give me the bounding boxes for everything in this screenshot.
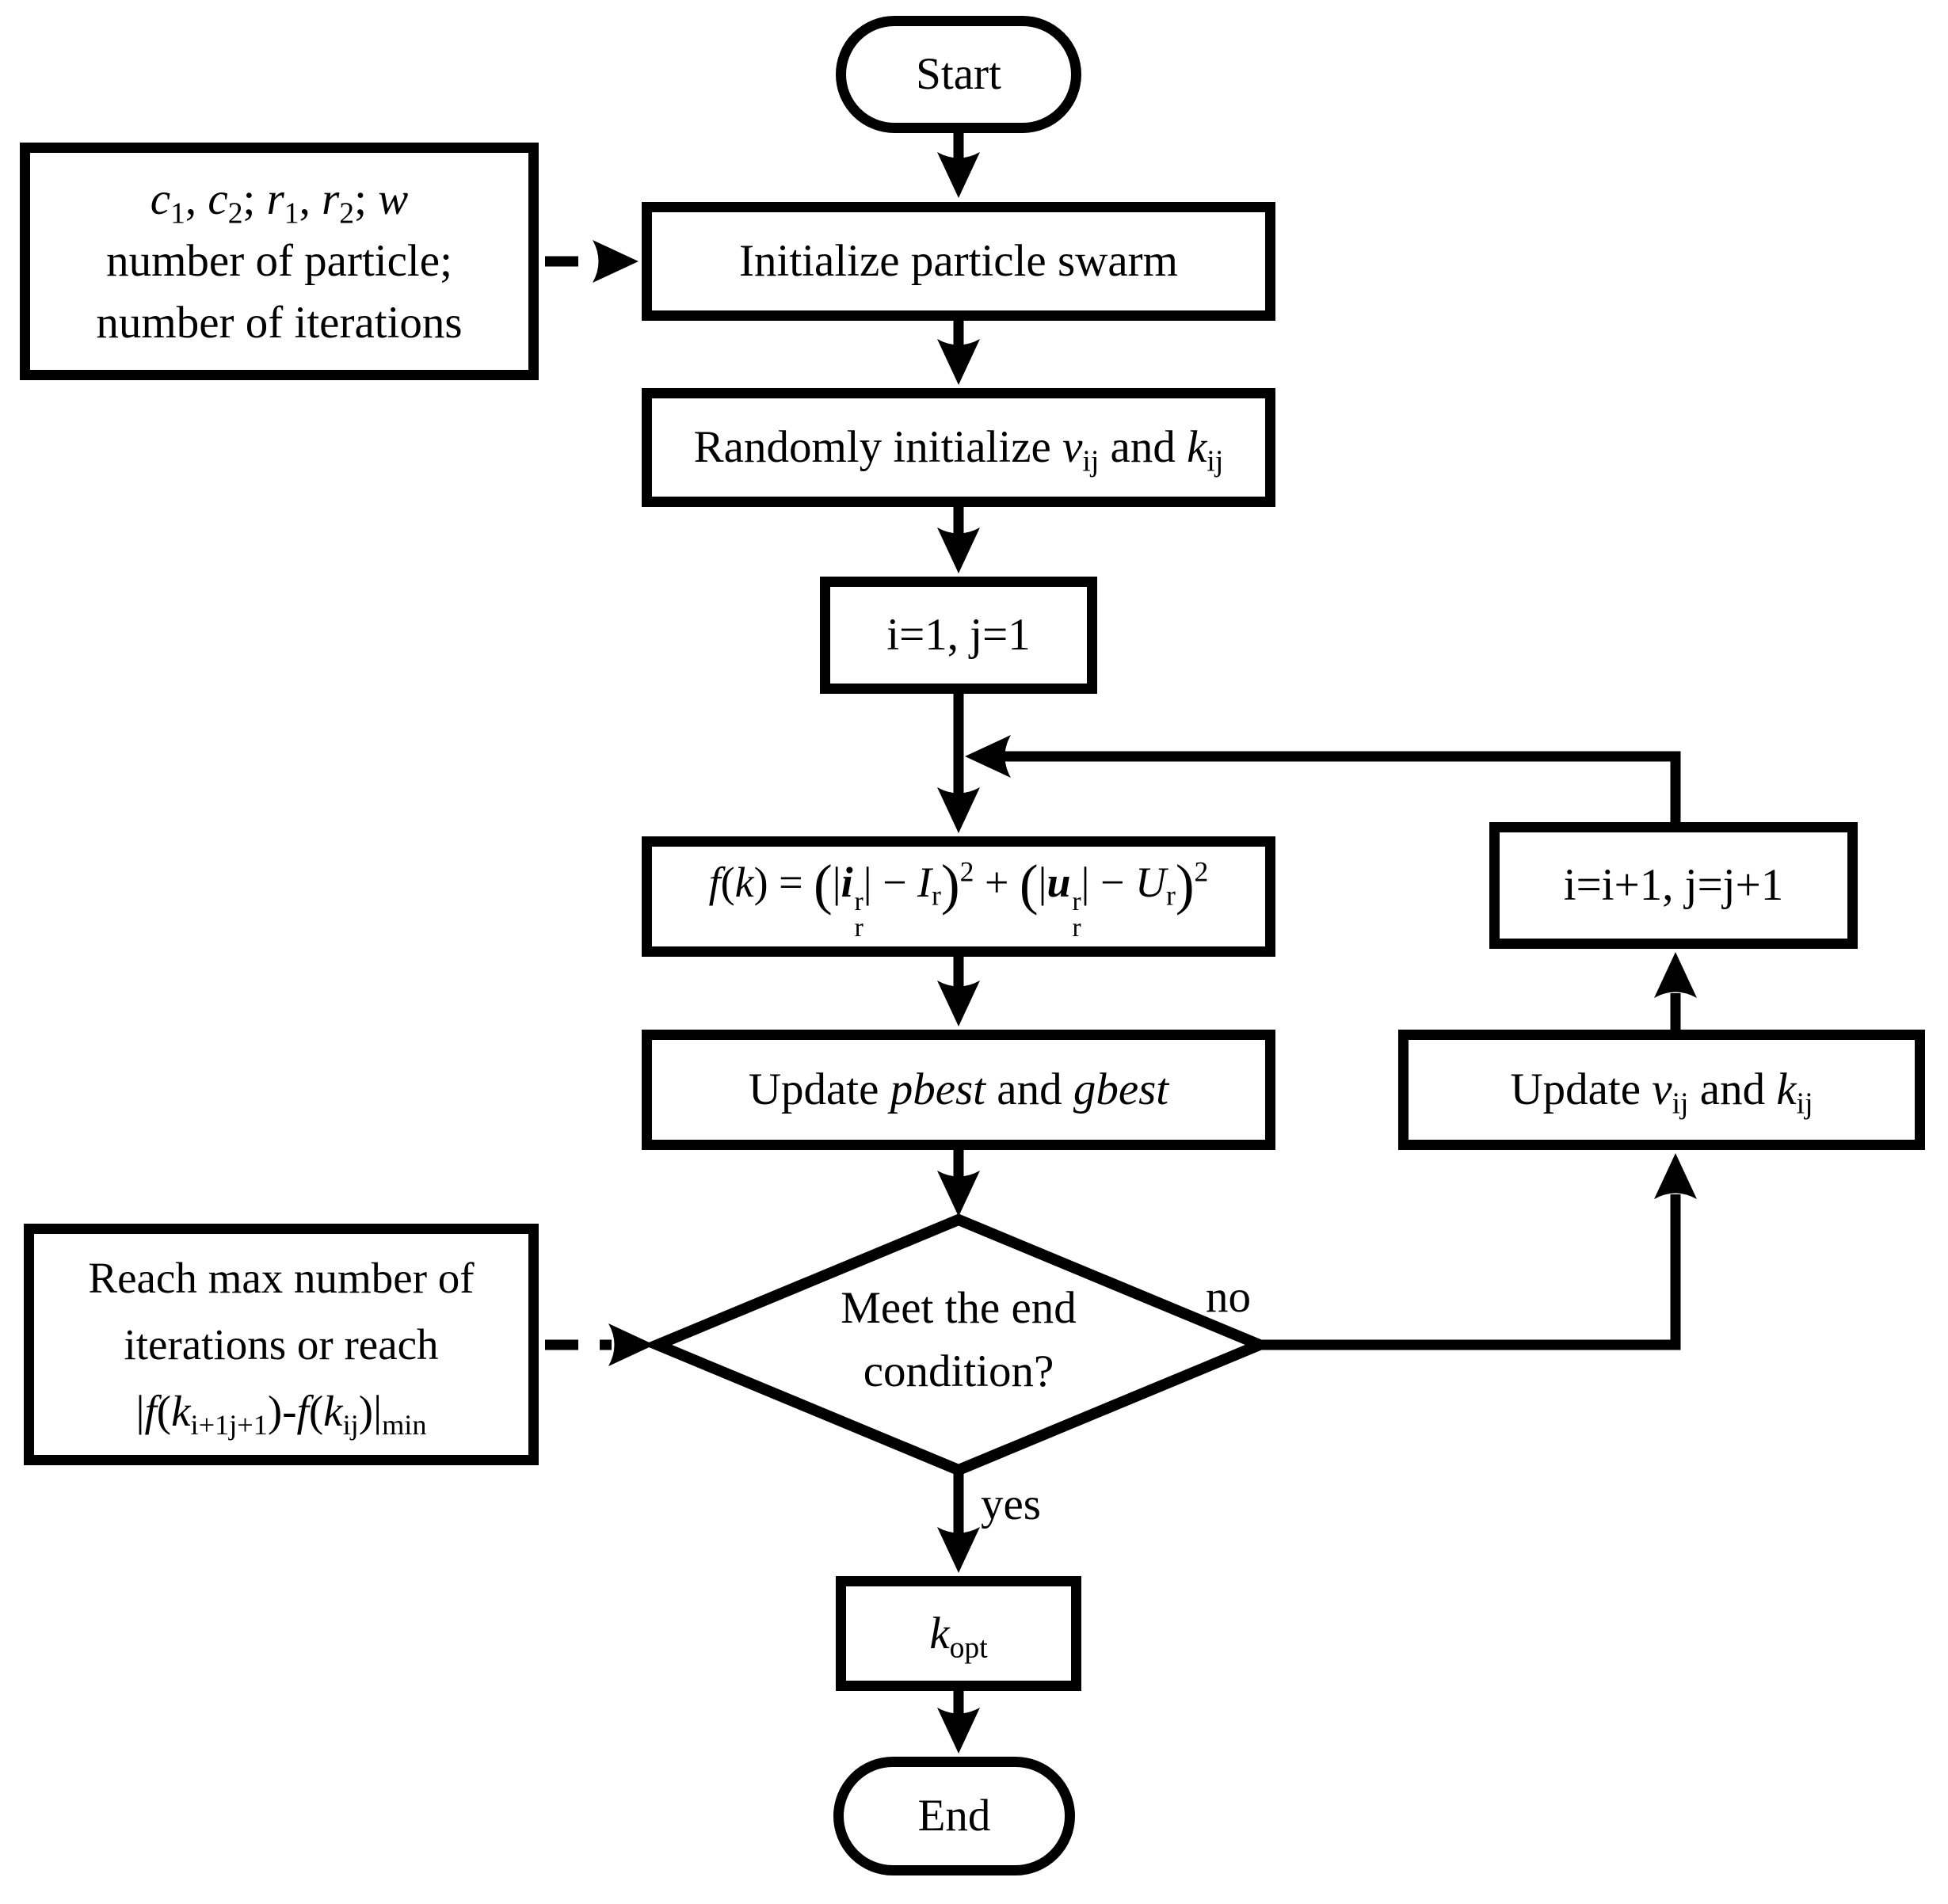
stop-condition-line-3: |f(ki+1j+1)-f(kij)|min: [135, 1386, 427, 1441]
random-init-label: Randomly initialize vij and kij: [693, 422, 1224, 478]
edge-feedback-return: [1004, 751, 1681, 822]
start-label: Start: [916, 49, 1001, 99]
params-node: c1, c2; r1, r2; w number of particle; nu…: [20, 143, 539, 380]
random-init-node: Randomly initialize vij and kij: [642, 388, 1275, 507]
arrowhead: [1654, 1153, 1697, 1199]
arrowhead: [937, 152, 980, 198]
update-vk-label: Update vij and kij: [1510, 1064, 1813, 1121]
stop-condition-line-1: Reach max number of: [88, 1253, 475, 1302]
params-line-2: number of particle;: [106, 236, 452, 286]
decision-line-1: Meet the end: [841, 1283, 1077, 1333]
init-indices-node: i=1, j=1: [820, 577, 1097, 694]
no-branch-label: no: [1206, 1272, 1251, 1322]
arrowhead: [937, 1527, 980, 1573]
params-line-3: number of iterations: [96, 298, 463, 348]
stop-condition-line-2: iterations or reach: [124, 1319, 439, 1369]
k-opt-label: kopt: [929, 1608, 988, 1664]
stop-condition-node: Reach max number of iterations or reach …: [24, 1224, 539, 1465]
yes-branch-label: yes: [981, 1479, 1041, 1529]
initialize-node: Initialize particle swarm: [642, 202, 1275, 321]
initialize-label: Initialize particle swarm: [739, 236, 1178, 286]
increment-label: i=i+1, j=j+1: [1563, 860, 1784, 910]
decision-line-2: condition?: [863, 1346, 1054, 1396]
arrowhead: [965, 735, 1011, 778]
arrowhead: [937, 1171, 980, 1217]
decision-node: Meet the end condition?: [721, 1277, 1196, 1403]
arrowhead: [1654, 952, 1697, 998]
update-best-label: Update pbest and gbest: [748, 1064, 1169, 1114]
arrowhead: [937, 1708, 980, 1754]
end-node: End: [833, 1757, 1075, 1875]
arrowhead: [937, 527, 980, 573]
arrowhead: [937, 981, 980, 1026]
arrowhead: [937, 339, 980, 385]
start-node: Start: [836, 16, 1081, 133]
edge-no-branch: [1260, 1194, 1681, 1350]
arrowhead: [608, 1323, 654, 1366]
arrowhead: [593, 240, 639, 283]
k-opt-node: kopt: [836, 1576, 1081, 1691]
update-best-node: Update pbest and gbest: [642, 1030, 1275, 1150]
update-vk-node: Update vij and kij: [1398, 1030, 1925, 1150]
init-indices-label: i=1, j=1: [886, 610, 1031, 660]
end-label: End: [917, 1791, 991, 1841]
params-line-1: c1, c2; r1, r2; w: [150, 174, 409, 230]
arrowhead: [937, 787, 980, 833]
decision-diamond: [642, 1213, 1275, 1476]
increment-node: i=i+1, j=j+1: [1489, 822, 1858, 949]
